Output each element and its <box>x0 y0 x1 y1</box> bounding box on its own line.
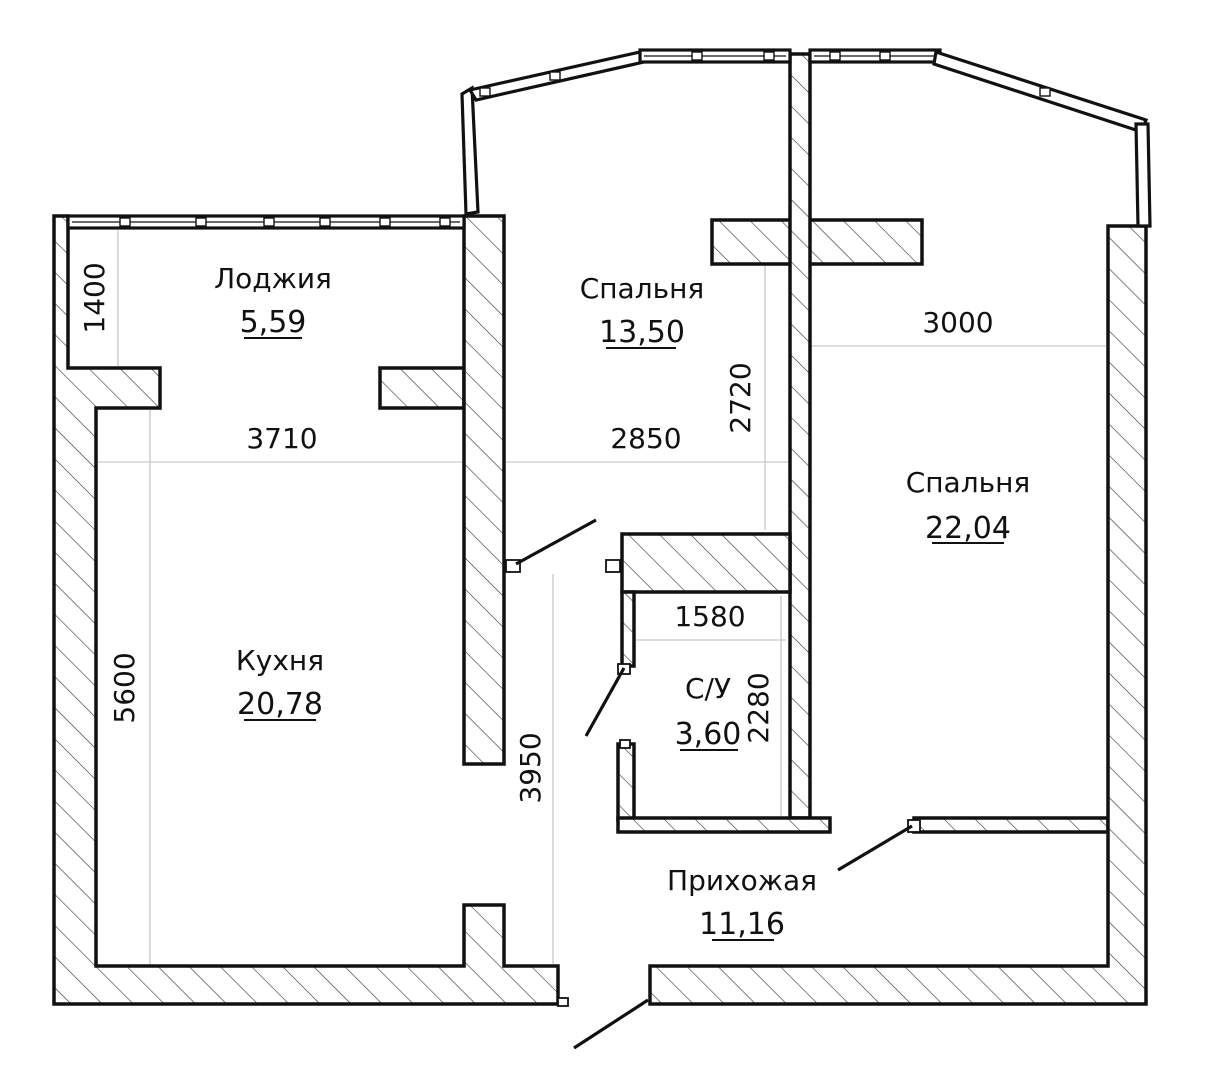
room-area-bedroom-2: 22,04 <box>925 511 1011 546</box>
wall-loggia-partition <box>378 366 466 410</box>
dim-kitchen-width: 3710 <box>246 422 317 455</box>
dim-bathroom-depth: 2280 <box>742 672 775 743</box>
wall-bedroom2-bottom <box>912 816 1110 834</box>
wall-bathroom-left-lower <box>616 742 636 822</box>
walls <box>52 52 1148 1006</box>
room-area-bathroom: 3,60 <box>675 717 742 752</box>
room-kitchen: Кухня 20,78 <box>236 644 324 722</box>
room-bedroom-1: Спальня 13,50 <box>580 272 705 350</box>
dimension-lines <box>98 230 1106 964</box>
door-entrance <box>557 997 649 1050</box>
doors <box>505 518 921 1050</box>
room-hallway: Прихожая 11,16 <box>667 864 817 942</box>
room-name-kitchen: Кухня <box>236 644 324 677</box>
room-name-bedroom-2: Спальня <box>906 466 1031 499</box>
room-area-kitchen: 20,78 <box>237 687 323 722</box>
room-name-bathroom: С/У <box>685 672 731 705</box>
dim-bedroom1-width: 2850 <box>610 422 681 455</box>
wall-bathroom-bottom <box>616 816 832 834</box>
room-area-bedroom-1: 13,50 <box>599 315 685 350</box>
room-area-loggia: 5,59 <box>240 305 307 340</box>
dimension-labels: 1400 3710 2850 2720 3000 1580 2280 5600 … <box>78 262 994 803</box>
wall-kitchen-outer <box>52 214 560 1006</box>
wall-kitchen-bedroom <box>462 214 506 766</box>
door-bathroom <box>584 663 631 749</box>
windows <box>66 48 1152 230</box>
door-bedroom-1 <box>605 559 621 573</box>
dim-bedroom1-depth: 2720 <box>724 362 757 433</box>
wall-beam <box>710 218 924 266</box>
room-name-loggia: Лоджия <box>214 262 332 295</box>
dim-corridor-length: 3950 <box>514 732 547 803</box>
room-bathroom: С/У 3,60 <box>675 672 742 752</box>
dim-bathroom-width: 1580 <box>674 600 745 633</box>
room-name-bedroom-1: Спальня <box>580 272 705 305</box>
window-loggia <box>66 214 466 230</box>
room-bedroom-2: Спальня 22,04 <box>906 466 1031 546</box>
window-bedroom-2 <box>808 48 1152 228</box>
door-bedroom-2 <box>837 819 921 872</box>
room-area-hallway: 11,16 <box>699 907 785 942</box>
door-kitchen <box>505 518 597 573</box>
dim-loggia-depth: 1400 <box>78 262 111 333</box>
room-name-hallway: Прихожая <box>667 864 817 897</box>
room-loggia: Лоджия 5,59 <box>214 262 332 340</box>
wall-between-bedrooms <box>788 52 812 820</box>
dim-kitchen-depth: 5600 <box>108 652 141 723</box>
wall-bathroom-left-upper <box>620 590 636 668</box>
wall-bathroom-top <box>620 532 792 594</box>
window-bedroom-1 <box>460 48 792 216</box>
dim-bedroom2-width: 3000 <box>922 306 993 339</box>
